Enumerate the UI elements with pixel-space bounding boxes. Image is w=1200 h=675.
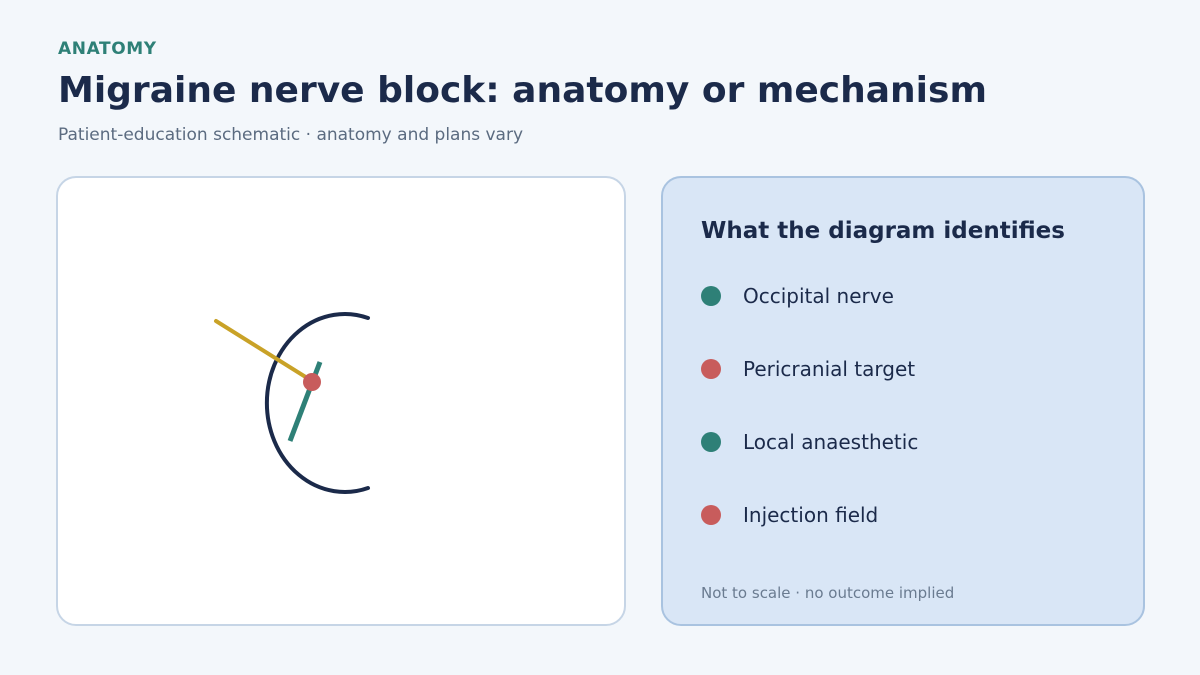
nerve-block-diagram (214, 312, 370, 494)
legend-title: What the diagram identifies (701, 218, 1065, 244)
section-eyebrow: ANATOMY (58, 39, 157, 59)
page-title: Migraine nerve block: anatomy or mechani… (58, 70, 987, 111)
diagram-panel (56, 176, 626, 626)
legend-label: Local anaesthetic (743, 430, 919, 454)
legend-dot-icon (701, 505, 721, 525)
legend-label: Injection field (743, 503, 879, 527)
legend-item-local-anaesthetic: Local anaesthetic (701, 427, 918, 457)
needle-line (214, 319, 314, 383)
page-subtitle: Patient-education schematic · anatomy an… (58, 125, 524, 145)
legend-dot-icon (701, 432, 721, 452)
legend-item-injection-field: Injection field (701, 500, 878, 530)
legend-item-occipital-nerve: Occipital nerve (701, 281, 894, 311)
head-outline (264, 312, 370, 494)
legend-label: Pericranial target (743, 357, 916, 381)
pericranial-target-dot (303, 373, 321, 391)
legend-dot-icon (701, 286, 721, 306)
legend-note: Not to scale · no outcome implied (701, 584, 955, 602)
legend-item-pericranial-target: Pericranial target (701, 354, 915, 384)
legend-panel: What the diagram identifies Occipital ne… (661, 176, 1145, 626)
legend-label: Occipital nerve (743, 284, 894, 308)
legend-dot-icon (701, 359, 721, 379)
